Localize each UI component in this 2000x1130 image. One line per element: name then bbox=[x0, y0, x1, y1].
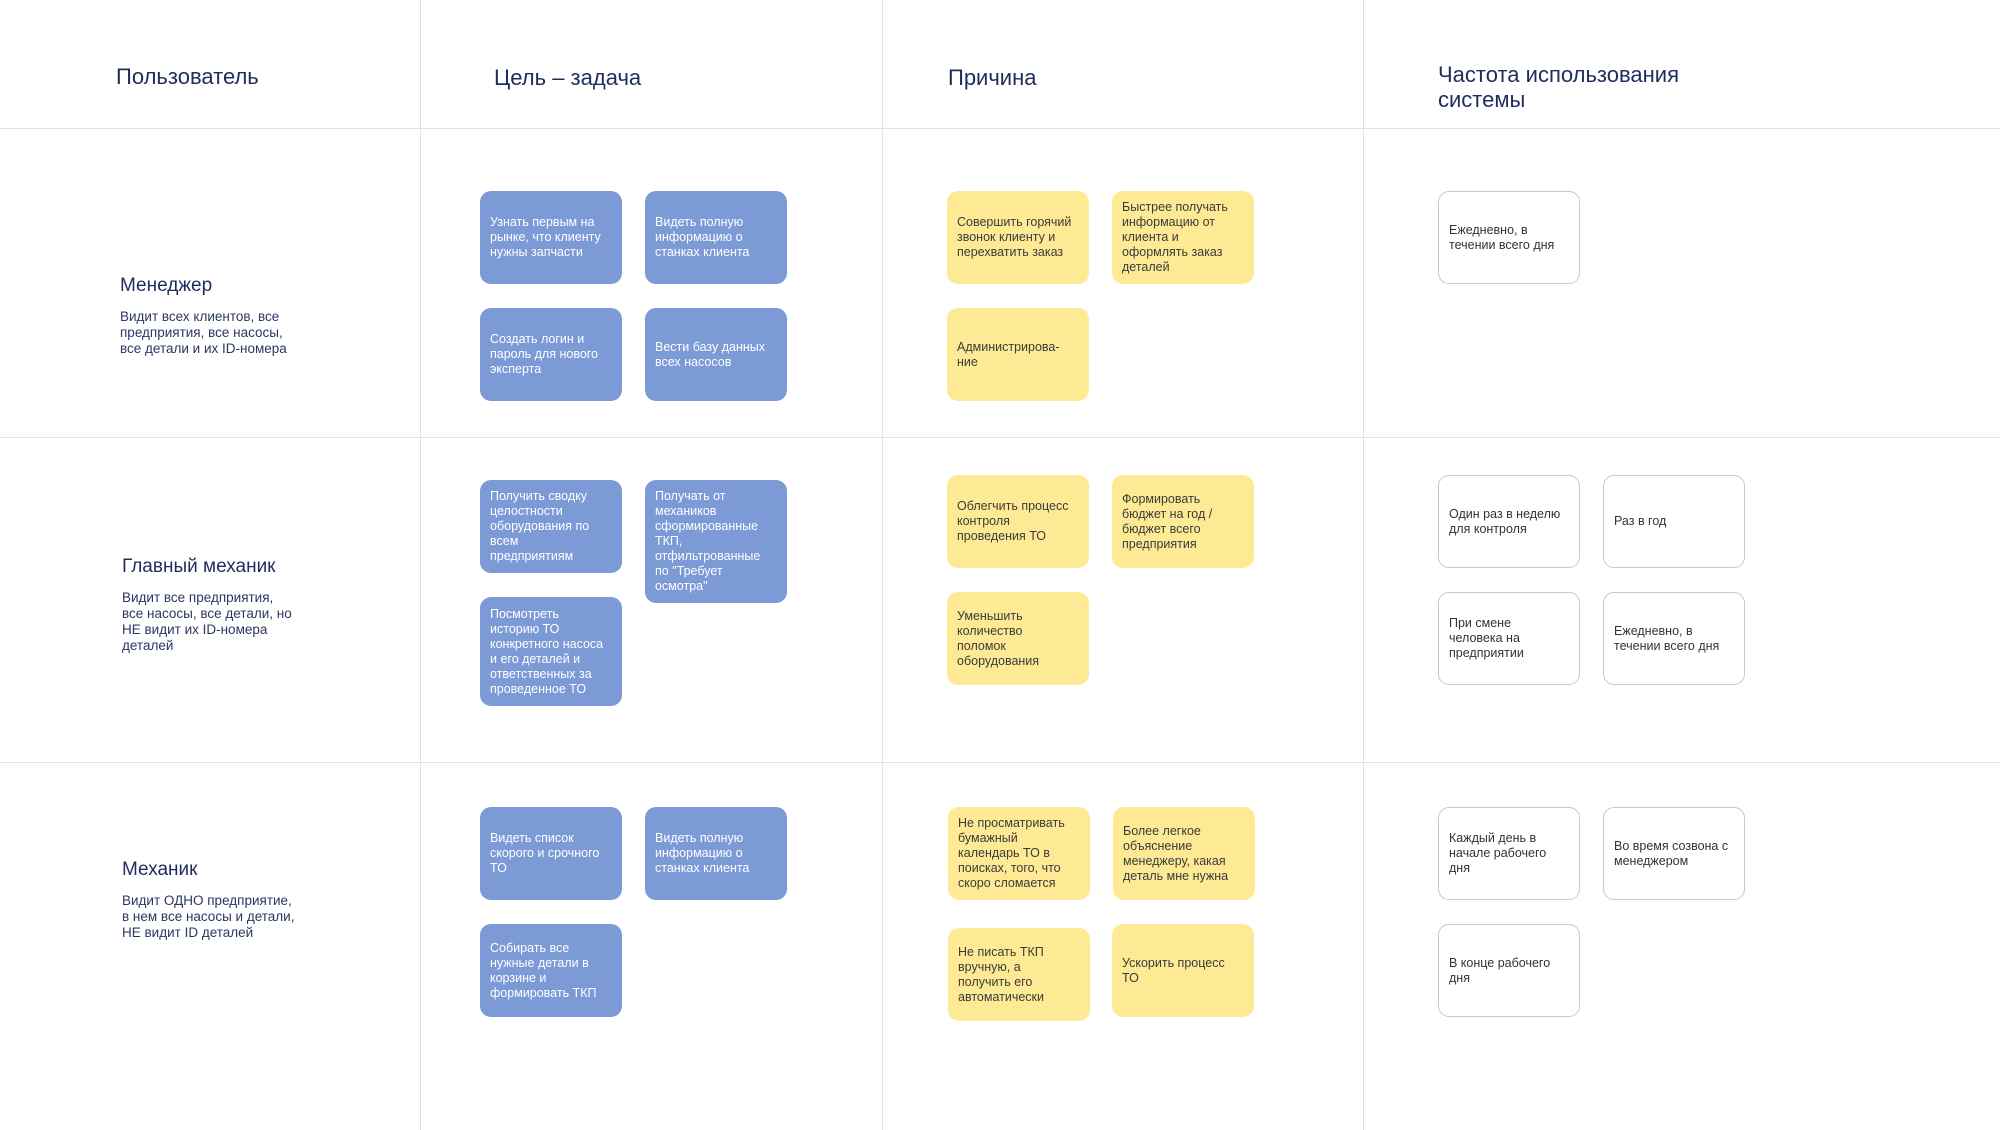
header-goal: Цель – задача bbox=[494, 65, 642, 90]
goal-card: Собирать все нужные детали в корзине и ф… bbox=[480, 924, 622, 1017]
role-title: Механик bbox=[122, 859, 198, 880]
role-mechanic: Механик Видит ОДНО предприятие, в нем вс… bbox=[122, 859, 294, 941]
role-description: Видит ОДНО предприятие, в нем все насосы… bbox=[122, 893, 295, 940]
reason-card: Уменьшить количество поломок оборудовани… bbox=[947, 592, 1089, 685]
header-frequency: Частота использования системы bbox=[1438, 62, 1680, 112]
goal-card: Видеть полную информацию о станках клиен… bbox=[645, 807, 787, 900]
row-divider bbox=[0, 437, 2000, 438]
reason-card: Администрирова- ние bbox=[947, 308, 1089, 401]
goal-card: Получить сводку целостности оборудования… bbox=[480, 480, 622, 573]
role-description: Видит всех клиентов, все предприятия, вс… bbox=[120, 309, 287, 356]
frequency-card: В конце рабочего дня bbox=[1438, 924, 1580, 1017]
goal-card: Видеть список скорого и срочного ТО bbox=[480, 807, 622, 900]
role-chief-mechanic: Главный механик Видит все предприятия, в… bbox=[122, 556, 292, 654]
goal-card: Вести базу данных всех насосов bbox=[645, 308, 787, 401]
header-user: Пользователь bbox=[116, 64, 259, 89]
reason-card: Более легкое объяснение менеджеру, какая… bbox=[1113, 807, 1255, 900]
reason-card: Облегчить процесс контроля проведения ТО bbox=[947, 475, 1089, 568]
row-divider bbox=[0, 762, 2000, 763]
role-manager: Менеджер Видит всех клиентов, все предпр… bbox=[120, 275, 287, 357]
frequency-card: Раз в год bbox=[1603, 475, 1745, 568]
goal-card: Посмотреть историю ТО конкретного насоса… bbox=[480, 597, 622, 706]
goal-card: Создать логин и пароль для нового экспер… bbox=[480, 308, 622, 401]
goal-card: Получать от механиков сформированные ТКП… bbox=[645, 480, 787, 603]
frequency-card: Во время созвона с менеджером bbox=[1603, 807, 1745, 900]
reason-card: Ускорить процесс ТО bbox=[1112, 924, 1254, 1017]
column-divider bbox=[882, 0, 883, 1130]
header-reason: Причина bbox=[948, 65, 1037, 90]
column-divider bbox=[420, 0, 421, 1130]
role-title: Главный механик bbox=[122, 556, 276, 577]
column-divider bbox=[1363, 0, 1364, 1130]
reason-card: Совершить горячий звонок клиенту и перех… bbox=[947, 191, 1089, 284]
reason-card: Не писать ТКП вручную, а получить его ав… bbox=[948, 928, 1090, 1021]
frequency-card: Ежедневно, в течении всего дня bbox=[1603, 592, 1745, 685]
reason-card: Быстрее получать информацию от клиента и… bbox=[1112, 191, 1254, 284]
frequency-card: При смене человека на предприятии bbox=[1438, 592, 1580, 685]
role-title: Менеджер bbox=[120, 275, 213, 296]
frequency-card: Один раз в неделю для контроля bbox=[1438, 475, 1580, 568]
role-description: Видит все предприятия, все насосы, все д… bbox=[122, 590, 292, 653]
reason-card: Формировать бюджет на год / бюджет всего… bbox=[1112, 475, 1254, 568]
frequency-card: Каждый день в начале рабочего дня bbox=[1438, 807, 1580, 900]
frequency-card: Ежедневно, в течении всего дня bbox=[1438, 191, 1580, 284]
goal-card: Видеть полную информацию о станках клиен… bbox=[645, 191, 787, 284]
goal-card: Узнать первым на рынке, что клиенту нужн… bbox=[480, 191, 622, 284]
reason-card: Не просматривать бумажный календарь ТО в… bbox=[948, 807, 1090, 900]
row-divider bbox=[0, 128, 2000, 129]
